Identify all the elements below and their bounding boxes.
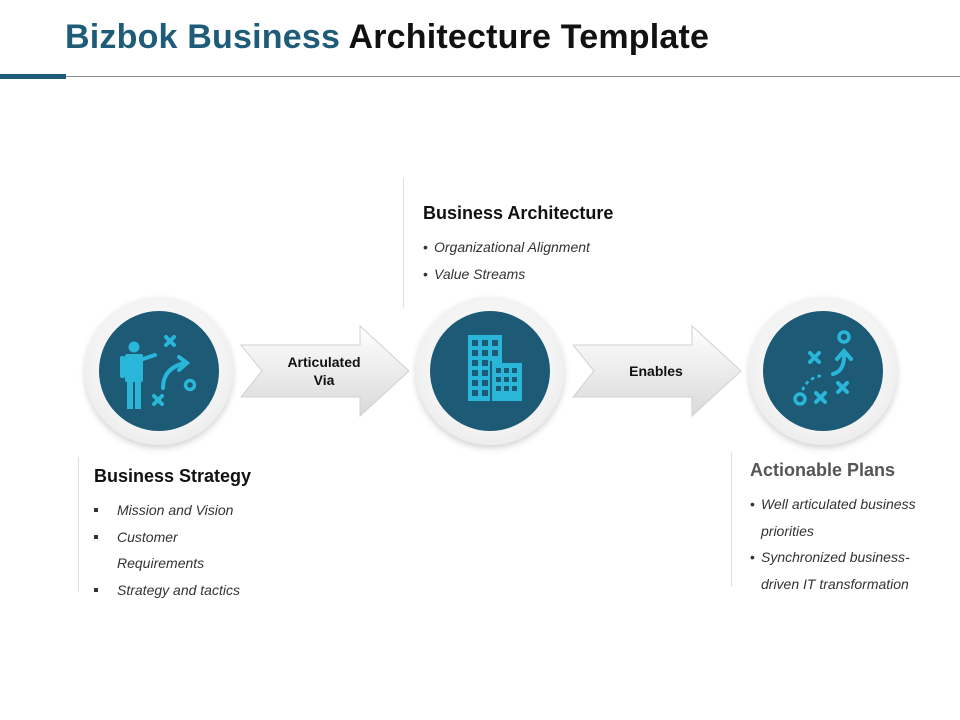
plans-node-disc — [763, 311, 883, 431]
business-strategy-block: Business Strategy Mission and Vision Cus… — [94, 466, 251, 603]
list-item-continuation: priorities — [761, 522, 814, 539]
connector-1-label: Articulated Via — [270, 325, 378, 417]
chevron-arrow-shape — [572, 325, 742, 417]
connector-arrow-2: Enables — [572, 325, 742, 417]
title-divider — [0, 76, 960, 77]
list-item-continuation: Requirements — [117, 555, 205, 571]
plans-block-divider — [731, 452, 732, 587]
actionable-plans-list: Well articulated business priorities Syn… — [750, 491, 916, 597]
list-item: Well articulated business — [750, 491, 916, 518]
list-item: Value Streams — [423, 261, 613, 288]
architecture-block-divider — [403, 178, 404, 308]
business-strategy-list: Mission and Vision Customer Requirements… — [94, 497, 251, 603]
business-architecture-block: Business Architecture Organizational Ali… — [423, 203, 613, 287]
connector-2-label-line-1: Enables — [629, 363, 683, 379]
business-architecture-heading: Business Architecture — [423, 203, 614, 223]
actionable-plans-block: Actionable Plans Well articulated busine… — [750, 460, 916, 597]
list-item: Organizational Alignment — [423, 234, 613, 261]
presenter-strategy-icon — [120, 335, 197, 409]
connector-1-label-line-2: Via — [313, 372, 335, 388]
page-title: Bizbok Business Architecture Template — [65, 18, 709, 57]
tactics-plan-icon — [793, 330, 853, 406]
connector-1-label-line-1: Articulated — [287, 354, 361, 370]
list-item: Synchronized business- — [750, 544, 916, 571]
connector-2-label: Enables — [602, 325, 710, 417]
list-item: Customer — [94, 524, 251, 551]
strategy-block-divider — [78, 457, 79, 592]
strategy-node-disc — [99, 311, 219, 431]
architecture-node-disc — [430, 311, 550, 431]
chevron-arrow-shape — [240, 325, 410, 417]
list-item-continuation: driven IT transformation — [761, 575, 909, 592]
architecture-node — [416, 297, 564, 445]
plans-node — [749, 297, 897, 445]
business-strategy-heading: Business Strategy — [94, 466, 252, 486]
list-item: Mission and Vision — [94, 497, 251, 524]
title-divider-accent — [0, 74, 66, 79]
buildings-icon — [468, 335, 522, 401]
title-part-1: Bizbok Business — [65, 18, 341, 56]
strategy-node — [85, 297, 233, 445]
business-architecture-list: Organizational Alignment Value Streams — [423, 234, 613, 287]
actionable-plans-heading: Actionable Plans — [750, 460, 896, 480]
list-item: Strategy and tactics — [94, 577, 251, 604]
connector-arrow-1: Articulated Via — [240, 325, 410, 417]
title-part-2: Architecture Template — [348, 18, 710, 56]
